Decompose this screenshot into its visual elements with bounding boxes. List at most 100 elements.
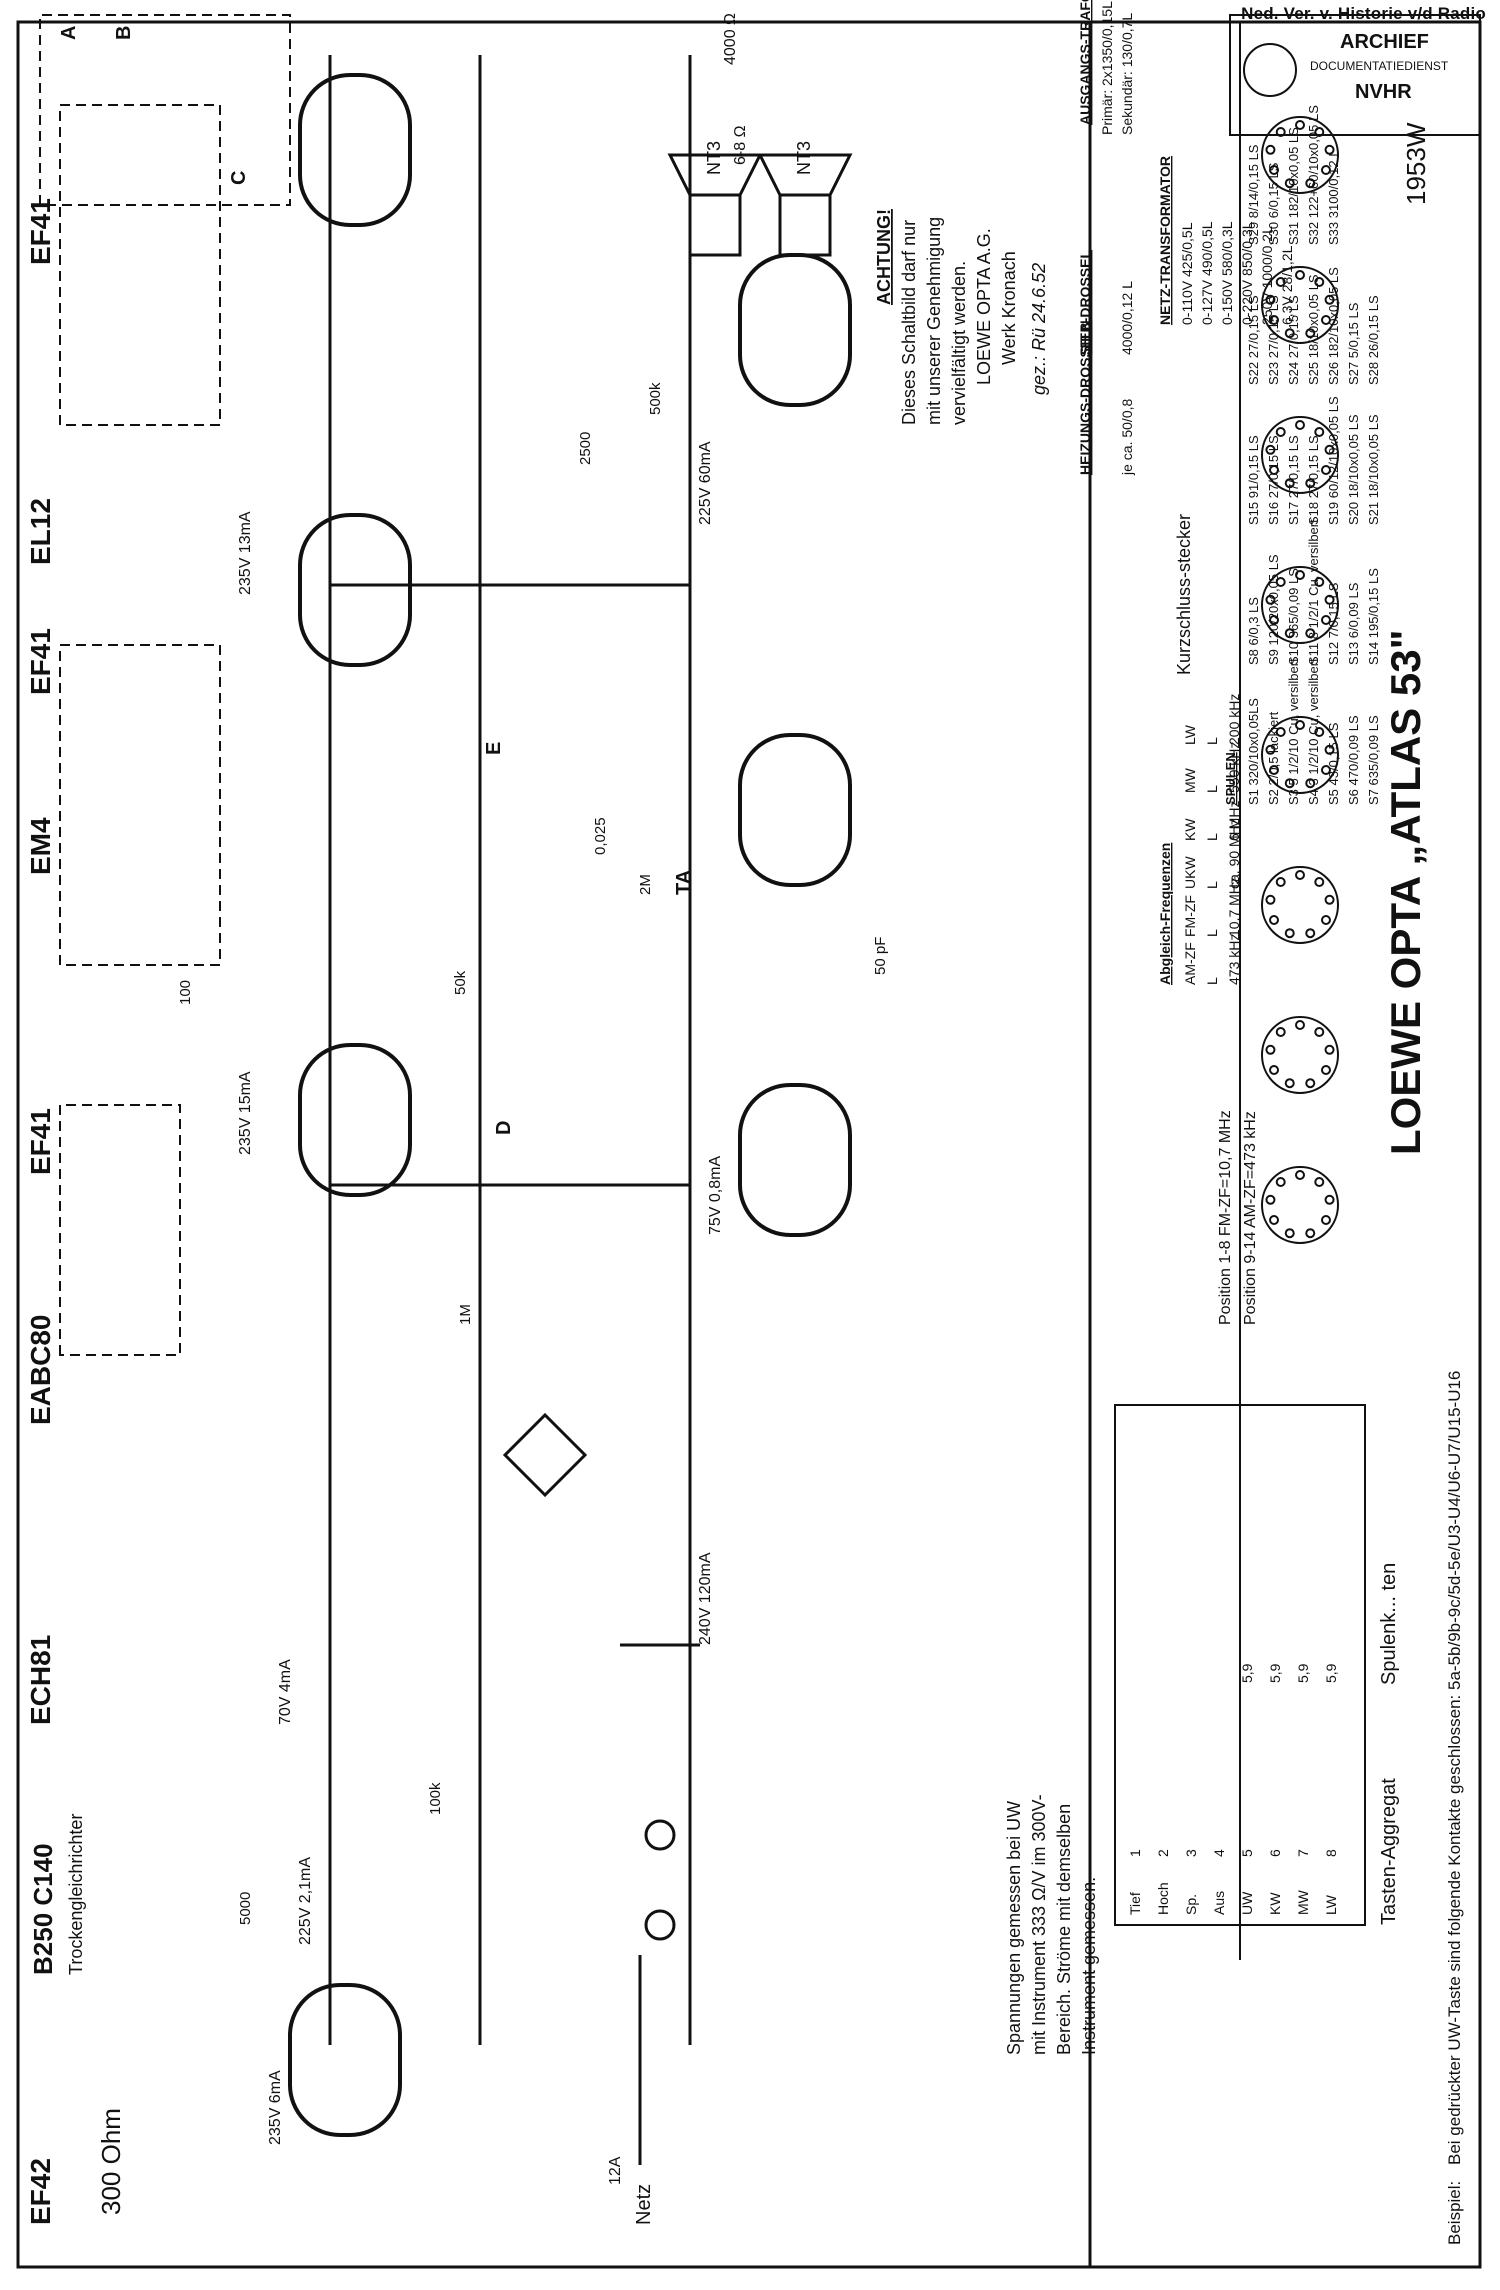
key-table-cell: 5,9 xyxy=(1323,1663,1339,1683)
coil-entry: S33 3100/0,12 L xyxy=(1326,150,1341,245)
mains-fuse: 12A xyxy=(607,2156,624,2185)
tube-base-pin xyxy=(1269,165,1280,175)
tube-base-pin xyxy=(1284,628,1295,639)
coil-entry: S8 6/0,3 LS xyxy=(1246,597,1261,665)
key-aggregate-table: Tasten-Aggregat Spulenk... ten Tief1Hoch… xyxy=(1114,1404,1400,1926)
tube-base-pin xyxy=(1284,328,1295,339)
alignment-table-cell: L xyxy=(1204,737,1220,745)
coil-entry: S32 122+60/10x0,05 LS xyxy=(1306,105,1321,245)
tube-base-pin xyxy=(1275,127,1286,138)
speaker-2-label: NT3 xyxy=(794,141,814,175)
coil-entry: S5 43/0,15 LS xyxy=(1326,722,1341,805)
tube-base-pin xyxy=(1295,720,1305,730)
key-table-cell: 5,9 xyxy=(1267,1663,1283,1683)
tube-base-pin xyxy=(1269,765,1280,775)
alignment-table-cell: KW xyxy=(1182,818,1198,841)
tube-base-pin xyxy=(1320,165,1331,175)
tube-base-pin xyxy=(1275,877,1286,888)
stamp-text: ARCHIEF DOCUMENTATIEDIENST NVHR xyxy=(1310,31,1449,103)
key-table-cell: 4 xyxy=(1211,1849,1227,1857)
coil-entry: S14 195/0,15 LS xyxy=(1366,568,1381,665)
drawn-date: gez.: Rü 24.6.52 xyxy=(1029,263,1049,395)
tube-base-pin xyxy=(1324,744,1335,755)
coil-entry: S17 27/0,15 LS xyxy=(1286,435,1301,525)
tube-base-pin xyxy=(1314,1027,1325,1038)
power-supply xyxy=(502,1412,700,2165)
test-point-d: D xyxy=(493,1121,515,1135)
tube-labels: EF42 ECH81 EABC80 EF41 EM4 EF41 EL12 EF4… xyxy=(25,198,56,2225)
notice-line: Dieses Schaltbild darf nur xyxy=(899,220,919,425)
stamp-org: NVHR xyxy=(1355,81,1412,103)
tube-label-ef41-3: EF41 xyxy=(25,198,56,265)
tube-base-pin xyxy=(1284,1078,1295,1089)
tube-base-pin xyxy=(1269,1065,1280,1075)
alignment-table-cell: L xyxy=(1204,977,1220,985)
alignment-table-cell: L xyxy=(1204,881,1220,889)
rectifier-sub: Trockengleichrichter xyxy=(66,1814,86,1975)
tube-base-pin xyxy=(1284,478,1295,489)
tube-base-pin xyxy=(1320,915,1331,925)
tube-base-pin xyxy=(1269,615,1280,625)
tube-base-pin xyxy=(1320,615,1331,625)
alignment-table-cell: L xyxy=(1204,785,1220,793)
tube-base-pin xyxy=(1295,570,1305,580)
switch-position-2: Position 9-14 AM-ZF=473 kHz xyxy=(1242,1111,1259,1325)
coil-entry: S18 27/0,15 LS xyxy=(1306,435,1321,525)
sieb-title: SIEB-DROSSEL xyxy=(1077,250,1093,355)
coil-entry: S23 27/0,15 LS xyxy=(1266,295,1281,385)
stamp-subtitle: DOCUMENTATIEDIENST xyxy=(1310,59,1449,73)
coil-entry: S6 470/0,09 LS xyxy=(1346,715,1361,805)
tube-base-pin xyxy=(1269,315,1280,325)
tube-base-pin xyxy=(1295,870,1305,880)
component-values: 100k 1M 50k 2M 500k 5000 100 50 pF 2500 … xyxy=(177,382,889,1925)
voltage-labels: 235V 6mA 225V 2,1mA 70V 4mA 235V 15mA 23… xyxy=(237,441,724,2145)
stamp-title: ARCHIEF xyxy=(1340,31,1429,53)
tube-base-pin xyxy=(1275,1177,1286,1188)
loudspeakers xyxy=(667,153,853,257)
tube-base-pin xyxy=(1275,427,1286,438)
tube-base-socket xyxy=(1261,1166,1339,1244)
speaker-impedance-1: 4000 Ω xyxy=(722,13,739,65)
tube-base-pin xyxy=(1269,465,1280,475)
key-table-cell: MW xyxy=(1295,1889,1311,1915)
voltage-v4: 235V 15mA xyxy=(237,1071,254,1155)
voltage-v6: 240V 120mA xyxy=(697,1552,714,1645)
archive-stamp xyxy=(1229,14,1481,136)
sieb-value: 4000/0,12 L xyxy=(1119,281,1135,355)
tube-base-pin xyxy=(1284,778,1295,789)
heiz-value: je ca. 50/0,8 xyxy=(1119,399,1135,476)
tube-base-pin xyxy=(1314,1177,1325,1188)
voltage-v5: 235V 13mA xyxy=(237,511,254,595)
coil-entry: S25 18/10x0,05 LS xyxy=(1306,274,1321,385)
tube-base-pin xyxy=(1314,877,1325,888)
coil-entry: S26 182/10x0,05 LS xyxy=(1326,267,1341,385)
alignment-table-cell: 200 kHz xyxy=(1226,694,1242,745)
component-label: 50 pF xyxy=(872,937,889,975)
component-label: 0,025 xyxy=(592,817,609,855)
test-point-a: A xyxy=(58,26,80,40)
tube-label-ef42: EF42 xyxy=(25,2158,56,2225)
test-point-c: C xyxy=(228,171,250,185)
tube-base-pin xyxy=(1305,1228,1316,1239)
rotated-drawing: EF42 ECH81 EABC80 EF41 EM4 EF41 EL12 EF4… xyxy=(25,0,1481,2245)
measure-line: mit Instrument 333 Ω/V im 300V- xyxy=(1029,1794,1049,2055)
notice-heading: ACHTUNG! xyxy=(874,209,894,305)
coil-entry: S24 27/0,15 LS xyxy=(1286,295,1301,385)
component-label: 100 xyxy=(177,980,194,1005)
measure-line: Bereich. Ströme mit demselben xyxy=(1054,1804,1074,2055)
tube-base-pin xyxy=(1275,577,1286,588)
key-table-cell: Hoch xyxy=(1155,1882,1171,1915)
tube-base-socket xyxy=(1261,1016,1339,1094)
key-aggregate-title: Tasten-Aggregat xyxy=(1378,1778,1400,1925)
model-title: LOEWE OPTA „ATLAS 53" xyxy=(1382,630,1429,1156)
tube-base-pin xyxy=(1305,778,1316,789)
coil-entry: S13 6/0,09 LS xyxy=(1346,582,1361,665)
tube-base-pin xyxy=(1314,127,1325,138)
voltage-v2: 225V 2,1mA xyxy=(297,1857,314,1945)
alignment-table-cell: MW xyxy=(1182,767,1198,793)
measurement-note: Spannungen gemessen bei UW mit Instrumen… xyxy=(1004,1794,1099,2055)
tube-base-socket xyxy=(1261,566,1339,644)
tube-base-pin xyxy=(1295,120,1305,130)
coil-entry: S21 18/10x0,05 LS xyxy=(1366,414,1381,525)
